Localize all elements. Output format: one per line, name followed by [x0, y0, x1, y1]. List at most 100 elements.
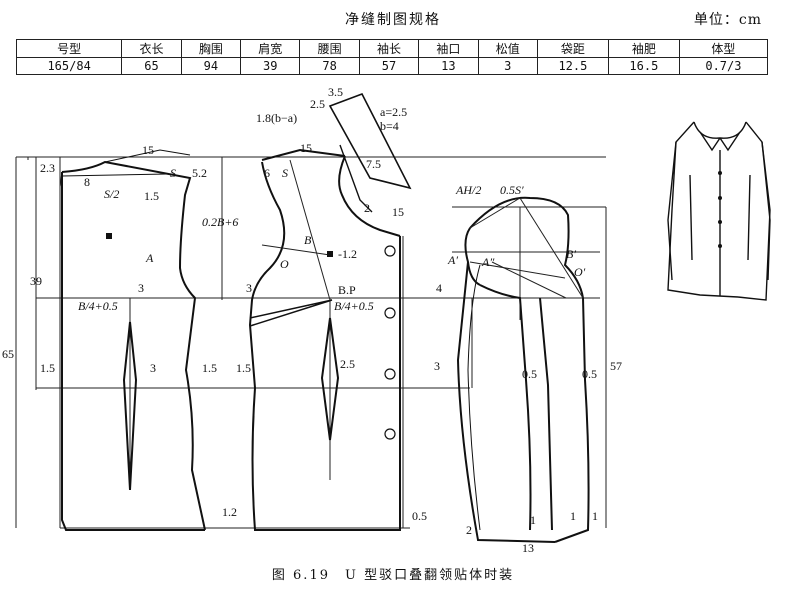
spec-table: 号型 衣长 胸围 肩宽 腰围 袖长 袖口 松值 袋距 袖肥 体型 165/84 …	[15, 39, 769, 75]
label-b4-back: B/4+0.5	[78, 299, 118, 313]
label-15-front: 15	[300, 141, 312, 155]
front-guide-lines	[261, 159, 331, 301]
front-bodice	[248, 93, 412, 531]
label-b4-front: B/4+0.5	[334, 299, 374, 313]
label-2-cuff: 2	[466, 523, 472, 537]
label-1.2: 1.2	[222, 505, 237, 519]
label-0.5-a: 0.5	[522, 367, 537, 381]
figure-caption: 图 6.19 U 型驳口叠翻领贴体时装	[271, 568, 515, 583]
label-0.2b: 0.2B+6	[202, 215, 238, 229]
sketch-buttons	[718, 171, 722, 248]
spec-header-cell: 袋距	[536, 39, 609, 58]
label-0.5-b: 0.5	[582, 367, 597, 381]
construction-lines	[15, 156, 607, 529]
label-3.5: 3.5	[328, 85, 343, 99]
spec-value-cell: 57	[358, 57, 420, 75]
marker-square	[106, 233, 112, 239]
spec-value-cell: 0.7/3	[678, 57, 769, 75]
label-13: 13	[522, 541, 534, 555]
label-2: 2	[364, 201, 370, 215]
label-neg-1.2: -1.2	[338, 247, 357, 261]
label-a-prime: A′	[447, 253, 458, 267]
label-bp: B.P	[338, 283, 356, 297]
label-s-half: S/2	[104, 187, 119, 201]
label-1.5-hem-left: 1.5	[40, 361, 55, 375]
dimension-labels: 39 65 2.3 8 S/2 15 S 5.2 1.5 A 3 B/4+0.5…	[2, 85, 622, 555]
front-dart	[320, 317, 340, 441]
spec-value-cell: 16.5	[607, 57, 680, 75]
spec-value-row: 165/84 65 94 39 78 57 13 3 12.5 16.5 0.7…	[15, 57, 769, 75]
button-icon	[384, 428, 396, 440]
spec-value-cell: 94	[180, 57, 242, 75]
label-6: 6	[264, 166, 270, 180]
label-2.5-dart: 2.5	[340, 357, 355, 371]
label-a-double-prime: A″	[481, 255, 495, 269]
label-1.5-back: 1.5	[144, 189, 159, 203]
label-39: 39	[30, 274, 42, 288]
spec-header-cell: 体型	[678, 39, 769, 58]
label-b-point: B	[304, 233, 312, 247]
label-1-a: 1	[530, 513, 536, 527]
spec-value-cell: 78	[299, 57, 360, 75]
buttons	[384, 245, 396, 440]
label-65: 65	[2, 347, 14, 361]
label-ah2: AH/2	[455, 183, 481, 197]
sleeve-guide-lines	[469, 197, 584, 299]
spec-value-cell: 3	[477, 57, 538, 75]
spec-header-cell: 松值	[477, 39, 538, 58]
label-3-sleeve: 3	[434, 359, 440, 373]
label-8: 8	[84, 175, 90, 189]
pattern-drawing: 39 65 2.3 8 S/2 15 S 5.2 1.5 A 3 B/4+0.5…	[2, 85, 771, 555]
label-15-top: 15	[142, 143, 154, 157]
label-s-front: S	[282, 166, 288, 180]
label-5.2: 5.2	[192, 166, 207, 180]
sleeve-draft	[456, 196, 590, 543]
label-0.5s: 0.5S′	[500, 183, 524, 197]
page-title: 净缝制图规格	[345, 12, 441, 28]
spec-value-cell: 165/84	[15, 57, 123, 75]
label-3-dart-back: 3	[150, 361, 156, 375]
label-7.5: 7.5	[366, 157, 381, 171]
spec-header-cell: 肩宽	[240, 39, 301, 58]
spec-header-cell: 胸围	[180, 39, 242, 58]
label-2.5-top: 2.5	[310, 97, 325, 111]
spec-header-cell: 袖长	[358, 39, 420, 58]
label-b-value: b=4	[380, 119, 399, 133]
label-a-value: a=2.5	[380, 105, 407, 119]
label-1-b: 1	[570, 509, 576, 523]
spec-header-cell: 袖口	[418, 39, 479, 58]
label-4: 4	[436, 281, 442, 295]
label-1.5-hem-right: 1.5	[202, 361, 217, 375]
spec-value-cell: 13	[418, 57, 479, 75]
label-o-prime: O′	[574, 265, 586, 279]
back-bodice	[60, 149, 206, 531]
label-o-point: O	[280, 257, 289, 271]
spec-header-cell: 袖肥	[607, 39, 680, 58]
marker-square	[327, 251, 333, 257]
spec-value-cell: 12.5	[536, 57, 609, 75]
label-a-back: A	[145, 251, 154, 265]
label-1.8ba: 1.8(b−a)	[256, 111, 297, 125]
label-b-prime: B′	[566, 247, 576, 261]
label-1.5-front-hem: 1.5	[236, 361, 251, 375]
button-icon	[384, 307, 396, 319]
label-3-back: 3	[138, 281, 144, 295]
spec-header-cell: 腰围	[299, 39, 360, 58]
spec-header-row: 号型 衣长 胸围 肩宽 腰围 袖长 袖口 松值 袋距 袖肥 体型	[15, 39, 769, 58]
spec-value-cell: 65	[121, 57, 182, 75]
spec-header-cell: 号型	[15, 39, 123, 58]
label-2.3: 2.3	[40, 161, 55, 175]
spec-value-cell: 39	[240, 57, 301, 75]
label-0.5-hem: 0.5	[412, 509, 427, 523]
back-dart	[122, 321, 138, 491]
button-icon	[384, 245, 396, 257]
unit-label: 单位：cm	[693, 12, 762, 28]
label-3-front: 3	[246, 281, 252, 295]
label-1-c: 1	[592, 509, 598, 523]
label-s-back: S	[170, 166, 176, 180]
label-15-right: 15	[392, 205, 404, 219]
label-57: 57	[610, 359, 622, 373]
garment-sketch	[667, 121, 771, 301]
button-icon	[384, 368, 396, 380]
spec-header-cell: 衣长	[121, 39, 182, 58]
